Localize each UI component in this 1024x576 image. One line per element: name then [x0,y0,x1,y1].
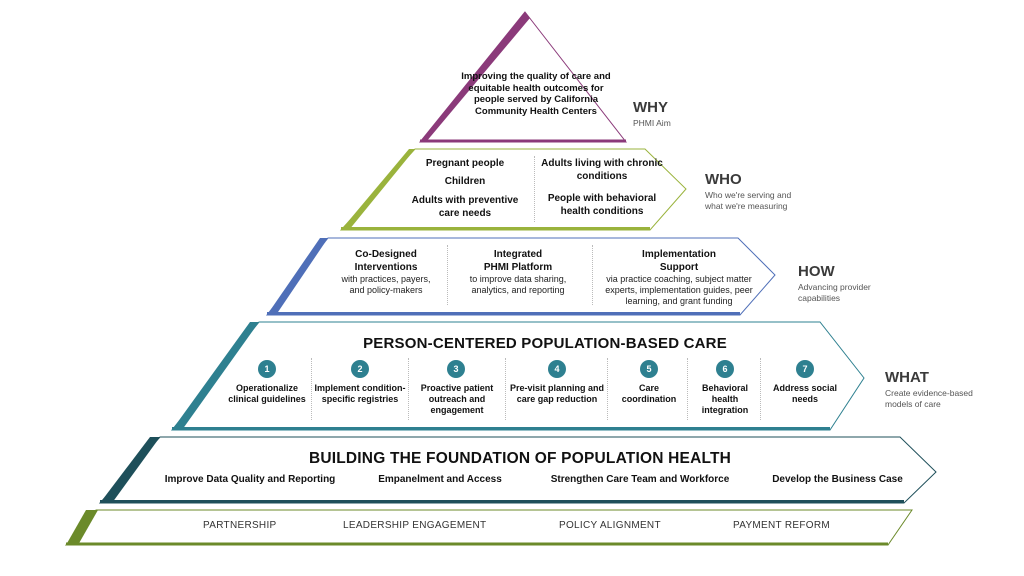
foundation-item: Strengthen Care Team and Workforce [550,474,730,485]
step-number-badge: 3 [447,360,465,378]
base-item: LEADERSHIP ENGAGEMENT [343,520,487,531]
how-item-support: Implementation Support via practice coac… [600,249,758,307]
step-divider [760,358,761,420]
who-item: Adults with preventive care needs [411,195,519,219]
how-item-platform: Integrated PHMI Platform to improve data… [458,249,578,296]
step-item: Proactive patient outreach and engagemen… [420,383,494,415]
step-divider [311,358,312,420]
foundation-item: Empanelment and Access [378,474,502,485]
why-aim-text: Improving the quality of care and equita… [461,71,611,117]
how-item-desc: to improve data sharing, analytics, and … [469,274,567,295]
how-item-title: Integrated PHMI Platform [483,249,553,273]
how-item-desc: via practice coaching, subject matter ex… [605,274,753,306]
who-sublabel: Who we're serving and what we're measuri… [705,190,792,211]
foundation-item: Develop the Business Case [772,474,903,485]
who-item: Pregnant people [425,158,505,169]
what-title: PERSON-CENTERED POPULATION-BASED CARE [363,335,727,352]
step-item: Address social needs [772,383,838,404]
who-divider [534,156,535,222]
who-item: Adults living with chronic conditions [541,158,663,182]
step-number-badge: 4 [548,360,566,378]
base-item: PAYMENT REFORM [733,520,830,531]
step-number-badge: 5 [640,360,658,378]
who-tier-bar [341,149,415,230]
why-sublabel: PHMI Aim [633,118,671,128]
step-item: Operationalize clinical guidelines [228,383,306,404]
step-number-badge: 7 [796,360,814,378]
base-item: POLICY ALIGNMENT [559,520,661,531]
foundation-title: BUILDING THE FOUNDATION OF POPULATION HE… [308,450,732,467]
base-tier-bar [66,510,98,545]
step-item: Care coordination [621,383,677,404]
foundation-tier-outline [98,436,937,504]
step-item: Implement condition-specific registries [314,383,406,404]
how-divider [592,245,593,305]
how-divider [447,245,448,305]
step-divider [505,358,506,420]
what-sublabel: Create evidence-based models of care [885,388,973,409]
why-label: WHY [633,99,668,116]
step-item: Behavioral health integration [701,383,749,415]
step-number-badge: 1 [258,360,276,378]
what-label: WHAT [885,369,929,386]
how-label: HOW [798,263,835,280]
step-divider [408,358,409,420]
how-item-title: Co-Designed Interventions [354,249,418,273]
how-item-desc: with practices, payers, and policy-maker… [341,274,431,295]
how-tier-bar [267,238,328,315]
foundation-tier-bar [100,437,160,503]
step-number-badge: 2 [351,360,369,378]
base-item: PARTNERSHIP [203,520,277,531]
who-item: People with behavioral health conditions [547,193,657,217]
step-divider [687,358,688,420]
who-item: Children [444,176,486,187]
who-label: WHO [705,171,742,188]
how-sublabel: Advancing provider capabilities [798,282,871,303]
how-item-co-designed: Co-Designed Interventions with practices… [336,249,436,296]
why-tier-bar [420,12,530,142]
step-number-badge: 6 [716,360,734,378]
what-tier-bar [172,322,259,430]
step-item: Pre-visit planning and care gap reductio… [510,383,605,404]
step-divider [607,358,608,420]
foundation-item: Improve Data Quality and Reporting [164,474,336,485]
how-item-title: Implementation Support [642,249,716,273]
